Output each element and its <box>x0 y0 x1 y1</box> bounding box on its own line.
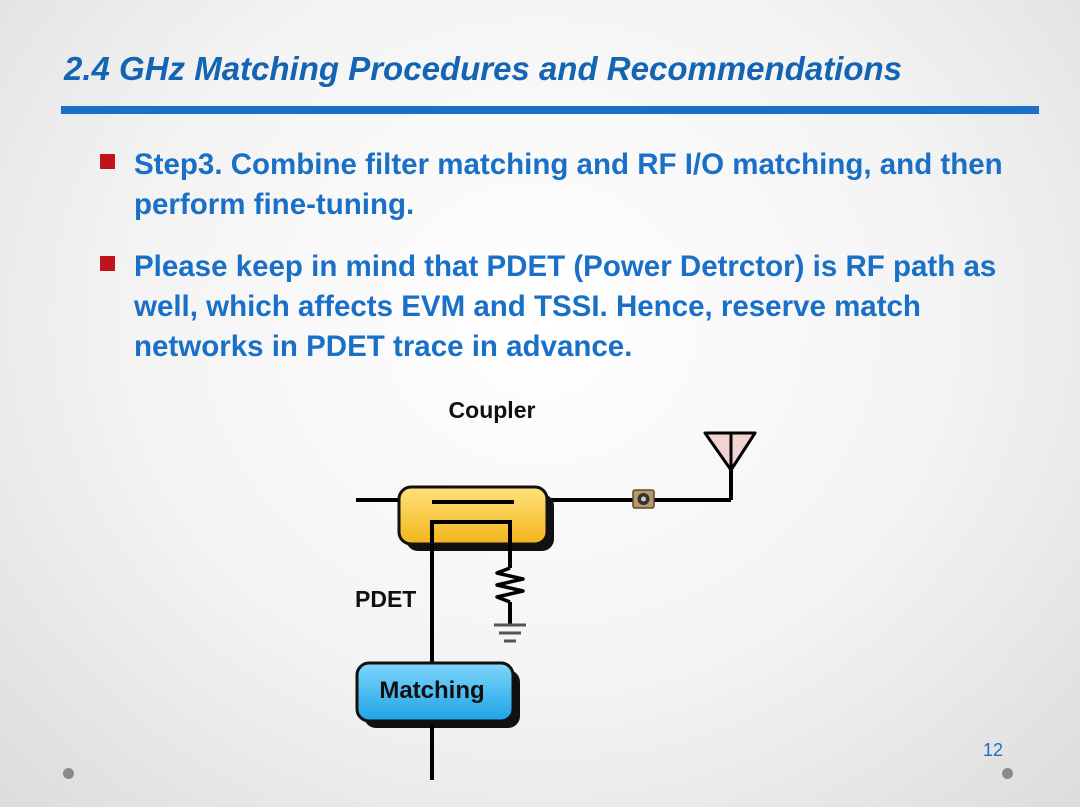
slide-title: 2.4 GHz Matching Procedures and Recommen… <box>64 50 903 87</box>
matching-block <box>355 661 520 728</box>
pdet-label: PDET <box>355 586 416 612</box>
bullet-text: Step3. Combine filter matching and RF I/… <box>134 148 1003 221</box>
title-underline <box>61 106 1039 114</box>
page-number: 12 <box>983 740 1004 760</box>
bullet-list: Step3. Combine filter matching and RF I/… <box>100 145 1020 389</box>
coupler-label: Coupler <box>449 397 536 423</box>
corner-dot-right <box>1002 768 1013 779</box>
coupler-block <box>397 485 554 551</box>
bullet-square-icon <box>100 256 115 271</box>
bullet-item: Step3. Combine filter matching and RF I/… <box>100 145 1020 225</box>
connector-icon <box>632 489 655 509</box>
matching-label: Matching <box>379 677 484 704</box>
ground-icon <box>494 623 526 643</box>
bullet-text: Please keep in mind that PDET (Power Det… <box>134 250 997 363</box>
antenna-icon <box>703 431 757 500</box>
bullet-square-icon <box>100 154 115 169</box>
resistor-icon <box>495 566 525 604</box>
bullet-item: Please keep in mind that PDET (Power Det… <box>100 247 1020 367</box>
corner-dot-left <box>63 768 74 779</box>
